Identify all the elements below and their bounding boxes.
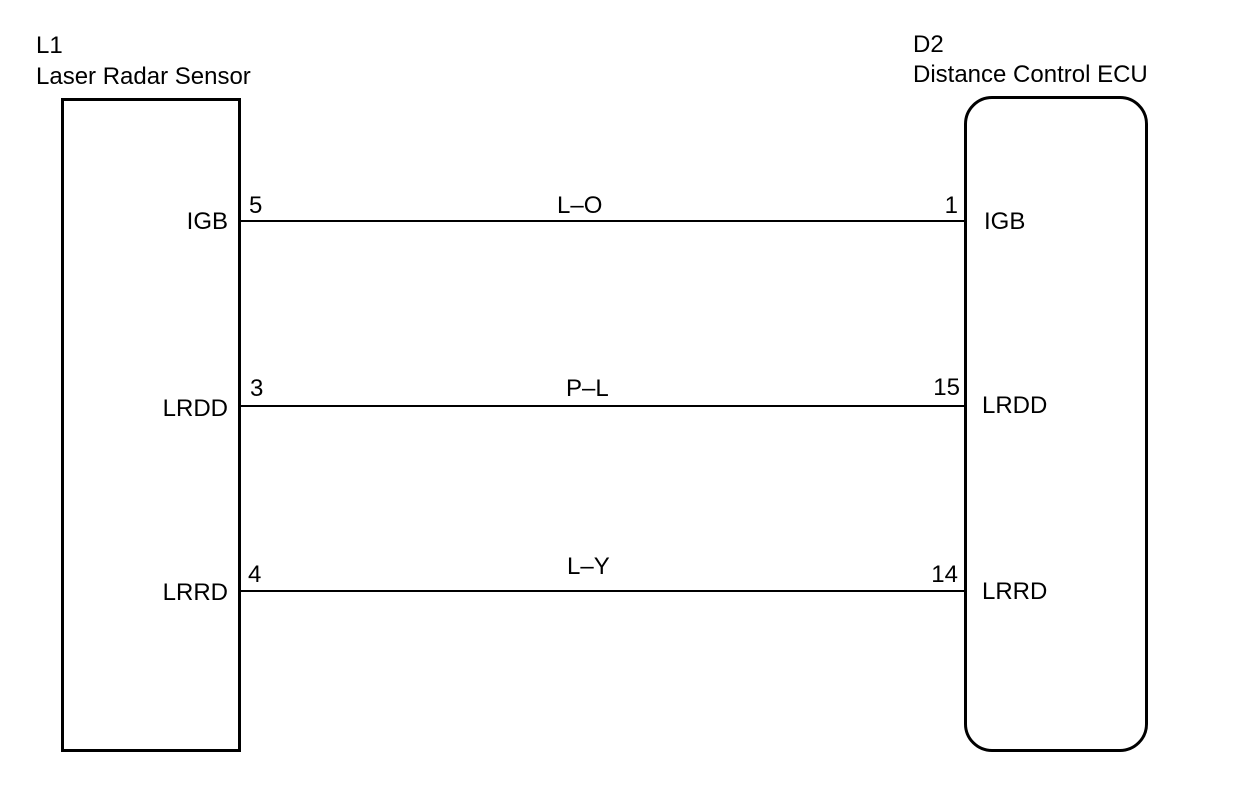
right-signal-label: IGB [984,208,1026,235]
left-pin-number: 4 [248,561,262,588]
left-signal-label: LRDD [162,395,228,422]
right-component-name: Distance Control ECU [913,61,1148,88]
wire-color-label: P–L [566,375,609,402]
right-component-ref: D2 [913,31,944,58]
right-pin-number: 14 [931,561,958,588]
left-pin-number: 3 [250,375,264,402]
left-component-name: Laser Radar Sensor [36,63,251,90]
left-component-ref: L1 [36,32,63,59]
wire-color-label: L–Y [567,553,610,580]
wire-igb [238,220,964,222]
left-pin-number: 5 [249,192,263,219]
wire-color-label: L–O [557,192,603,219]
right-signal-label: LRRD [982,578,1048,605]
wire-lrdd [238,405,964,407]
wire-lrrd [238,590,964,592]
left-signal-label: IGB [186,208,228,235]
distance-control-ecu-box [964,96,1148,752]
right-pin-number: 15 [933,374,960,401]
right-pin-number: 1 [944,192,958,219]
left-signal-label: LRRD [162,579,228,606]
right-signal-label: LRDD [982,392,1048,419]
laser-radar-sensor-box [61,98,241,752]
